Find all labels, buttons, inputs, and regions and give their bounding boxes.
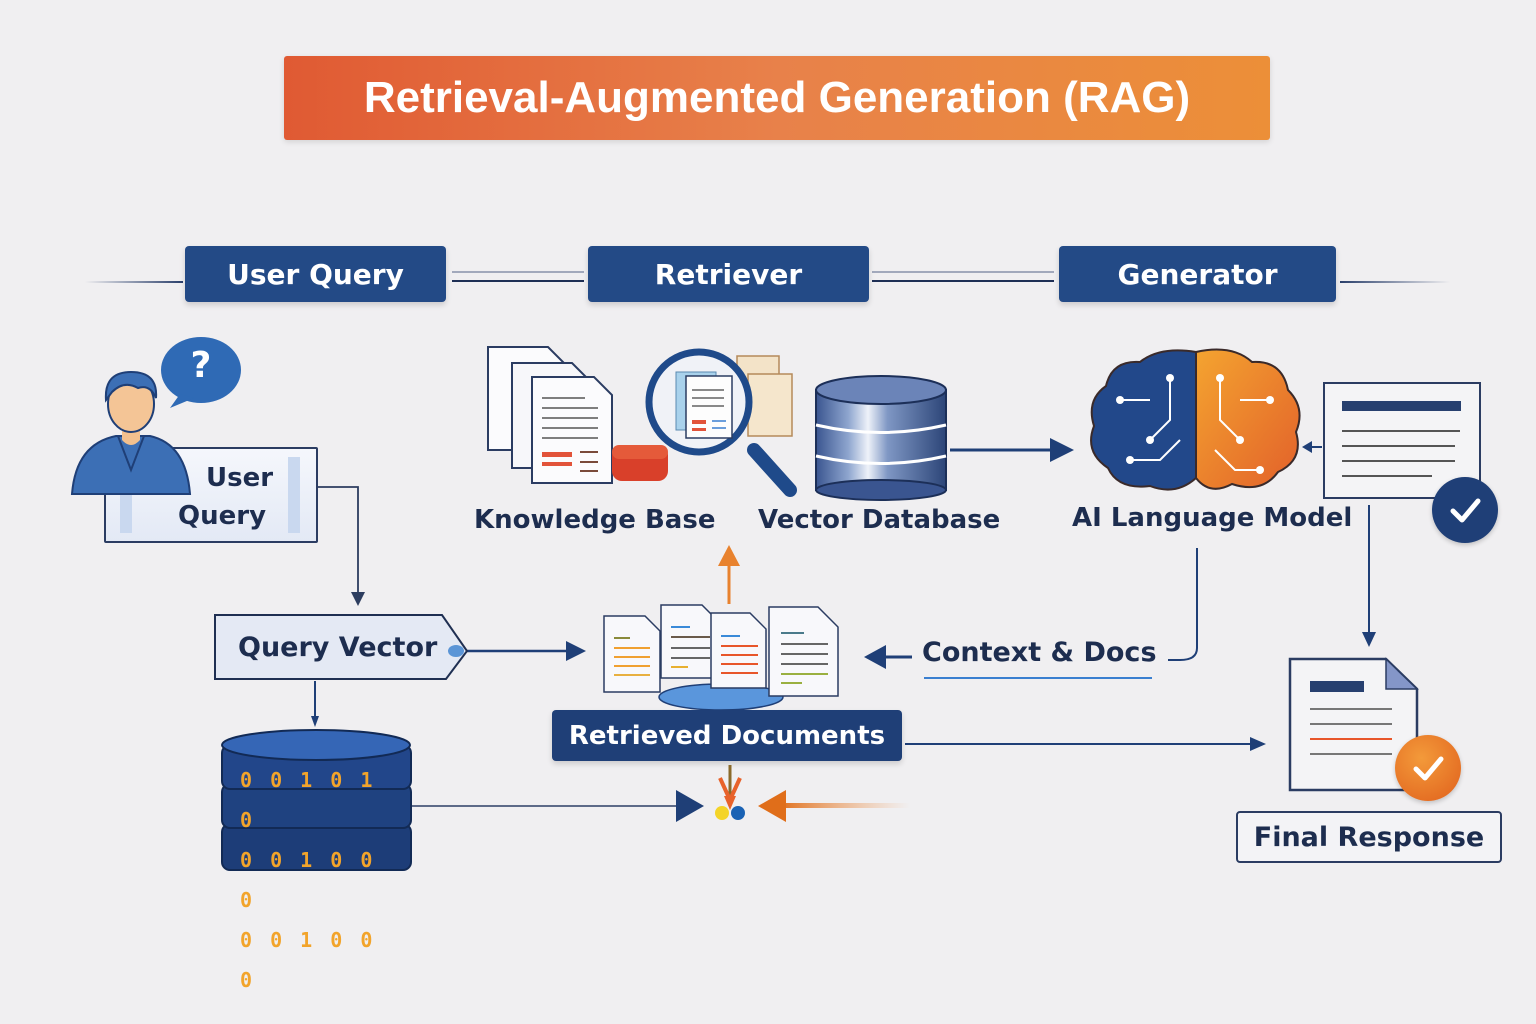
binary-row: 0 0 1 0 0 0: [240, 928, 376, 992]
header-line-left: [85, 281, 183, 283]
stage-label: User Query: [227, 257, 404, 291]
arrowhead: [718, 545, 740, 566]
retrieved-doc: [768, 606, 839, 697]
arrowhead: [1302, 441, 1312, 453]
arrowhead: [864, 645, 886, 669]
arrowhead: [566, 641, 586, 661]
retrieved-doc: [660, 604, 717, 679]
magnifier-icon: [645, 348, 797, 497]
vector-database-label: Vector Database: [758, 505, 1001, 535]
binary-rows: 0 0 1 0 1 0 0 0 1 0 0 0 0 0 1 0 0 0: [240, 760, 390, 1000]
binary-row: 0 0 1 0 1 0: [240, 768, 376, 832]
doc-heading-bar: [1342, 401, 1461, 411]
arrow-llm-to-context: [1168, 548, 1198, 661]
doc-line: [1342, 445, 1455, 447]
query-vector-label: Query Vector: [238, 632, 438, 663]
doc-line: [1342, 430, 1460, 432]
arrow-userquery-to-queryvector: [318, 486, 359, 603]
arrowhead: [1362, 632, 1376, 647]
final-response-box: Final Response: [1236, 811, 1502, 863]
retrieved-doc: [710, 612, 767, 689]
stage-label: Generator: [1117, 257, 1278, 291]
box-decor: [288, 457, 300, 533]
binary-row: 0 0 1 0 0 0: [240, 848, 376, 912]
arrow-orange-line: [778, 803, 910, 808]
page-title: Retrieval-Augmented Generation (RAG): [363, 73, 1191, 122]
speech-bubble-icon: [161, 337, 241, 408]
doc-line: [1342, 475, 1432, 477]
arrowhead: [311, 716, 319, 727]
stage-generator: Generator: [1059, 246, 1336, 302]
arrowhead: [1050, 438, 1074, 462]
user-query-label-1: User: [206, 463, 274, 493]
knowledge-base-label: Knowledge Base: [474, 505, 716, 535]
arrowhead: [676, 790, 704, 822]
context-docs-label: Context & Docs: [922, 637, 1157, 668]
question-mark-icon: ?: [190, 345, 212, 386]
check-badge-navy-icon: [1432, 477, 1498, 543]
user-avatar-icon: [70, 370, 192, 495]
ai-language-model-label: AI Language Model: [1072, 503, 1353, 533]
connector-dot: [448, 645, 464, 657]
retrieved-documents-label-box: Retrieved Documents: [552, 710, 902, 761]
final-response-label: Final Response: [1253, 821, 1485, 853]
storage-drive-icon: [612, 445, 668, 481]
stage-user-query: User Query: [185, 246, 446, 302]
retrieved-doc: [603, 615, 661, 693]
vector-database-icon: [815, 375, 947, 501]
retrieved-documents-label: Retrieved Documents: [568, 720, 886, 751]
doc-line: [1342, 460, 1455, 462]
check-badge-orange-icon: [1395, 735, 1461, 801]
arrowhead: [1250, 737, 1266, 751]
stage-retriever: Retriever: [588, 246, 869, 302]
user-query-label-2: Query: [178, 501, 267, 531]
document-stack-icon: [487, 346, 613, 484]
title-banner: Retrieval-Augmented Generation (RAG): [284, 56, 1270, 140]
query-vector-box: [214, 614, 469, 680]
stage-label: Retriever: [654, 257, 803, 291]
arrowhead: [758, 790, 786, 822]
arrowhead: [351, 592, 365, 606]
circuit-lines: [1120, 380, 1270, 471]
header-line-right: [1340, 281, 1450, 283]
